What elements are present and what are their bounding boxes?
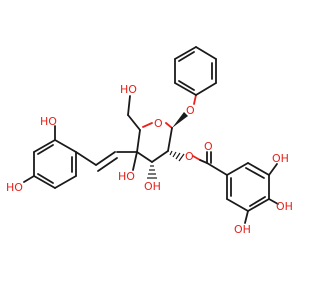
bond-double [97,157,118,172]
bond [192,155,201,161]
bond [193,94,197,105]
bond [174,82,197,96]
oh-label-mid-left: HO [6,181,23,194]
ring-oxygen-label: O [154,117,163,130]
bond [136,151,153,163]
hash-bond [147,165,157,179]
oh-label-top-left: HO [40,115,57,128]
bond [136,129,141,153]
bond [206,162,228,176]
carbonyl-oxygen-label: O [204,140,213,153]
bond-aromatic [37,144,54,155]
resorcinol-ring [23,125,77,189]
bond-aromatic [178,80,195,91]
bond [132,151,138,171]
bond [268,198,279,205]
bond [33,139,56,153]
bond-aromatic [37,173,54,184]
bond [226,162,249,176]
bond [165,122,173,129]
bond [195,82,217,96]
gallate-oh-label-bottom: OH [234,223,251,236]
bond [142,122,153,128]
bond-aromatic [245,167,265,179]
gallate-oh-label-mid: OH [276,200,293,213]
bond-aromatic [178,51,195,62]
bond [151,150,169,163]
bond [244,210,249,224]
bond [199,159,208,164]
vinyl-linker [75,151,118,172]
bond [247,162,270,176]
phenyl-ring [174,46,217,105]
bond-aromatic [249,196,266,207]
c3-hydroxyl-label: OH [144,180,161,193]
phenoxy-oxygen-label: O [186,104,195,117]
bond [95,151,116,166]
bond [127,114,141,131]
bond [226,198,249,212]
pyranose-ring [116,95,188,179]
bond [75,151,97,166]
bond [247,198,270,212]
c4-hydroxyl-label: HO [118,170,135,183]
ester-oxygen-label: O [185,150,194,163]
bond [268,163,278,176]
bond [174,46,197,60]
wedge-bond [172,112,188,128]
bond [195,46,217,60]
hydroxymethyl-oh-label: HO [120,83,137,96]
bond [127,95,131,116]
bond [54,139,77,153]
galloyl-group [192,151,279,224]
bond [23,175,35,183]
bond [33,175,56,189]
molecule-structure: HO HO HO O O HO OH O O OH OH OH [6,46,293,236]
hash-bond [169,150,185,162]
gallate-oh-label-top: OH [272,152,289,165]
bond [167,127,173,152]
bond [54,175,77,189]
